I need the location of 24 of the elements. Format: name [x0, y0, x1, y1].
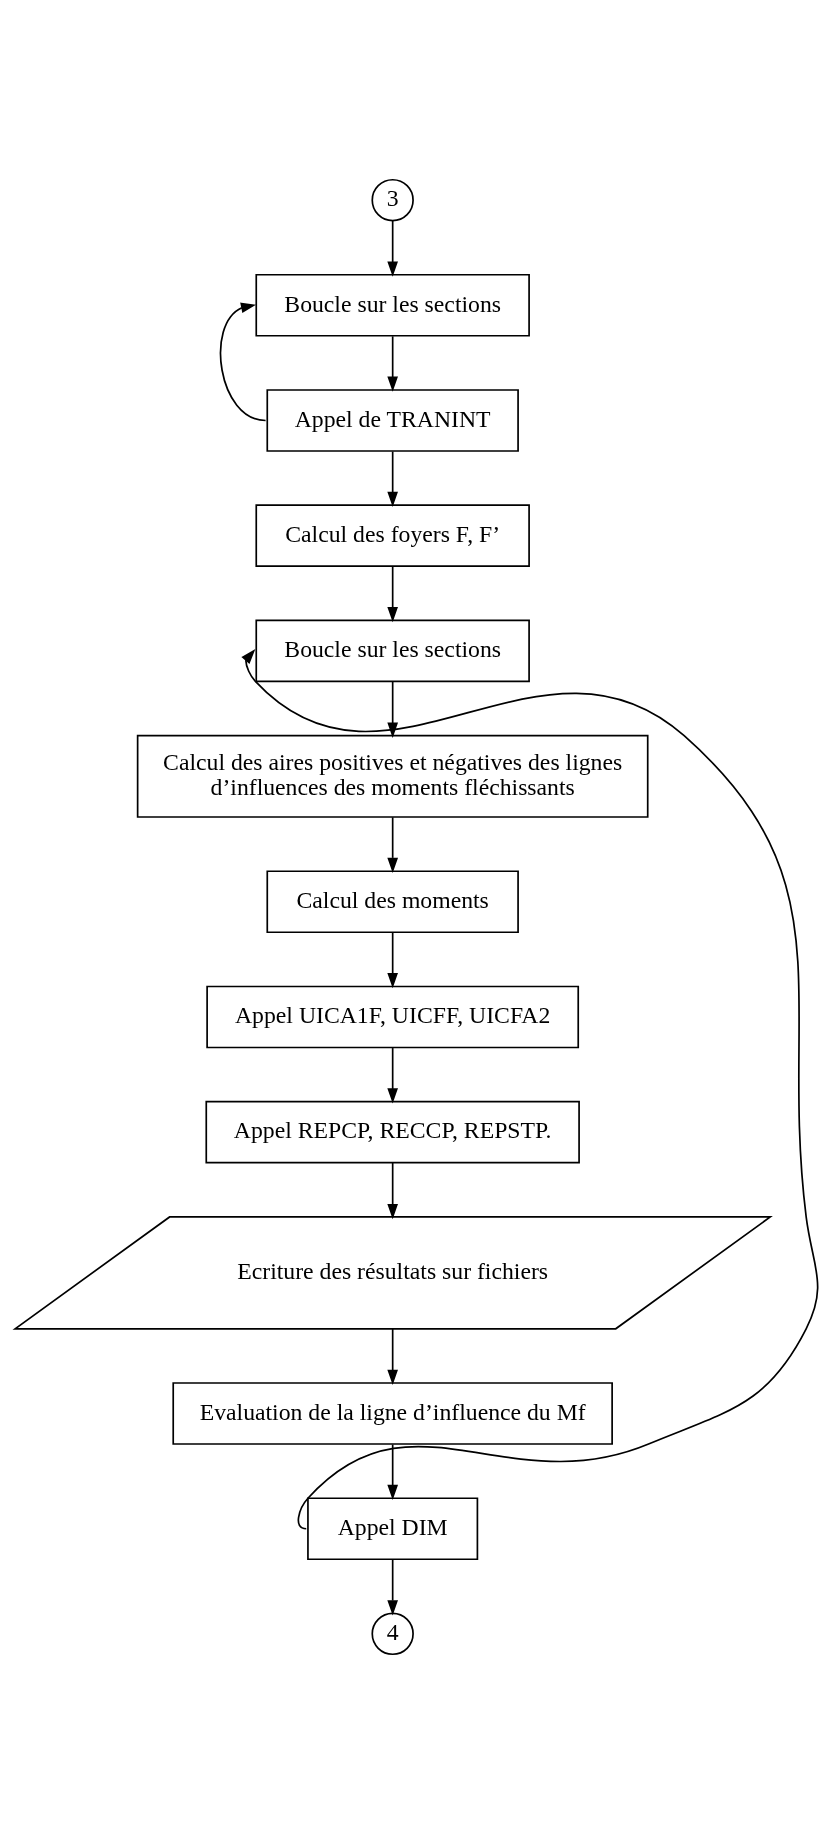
node-circle: 3: [371, 178, 414, 221]
node-box: Boucle sur les sections: [255, 619, 530, 682]
node-circle: 4: [371, 1612, 414, 1655]
node-box: Calcul des moments: [266, 869, 519, 933]
node-box: Boucle sur les sections: [255, 273, 530, 337]
arrow: [387, 450, 399, 507]
node-box: Appel DIM: [307, 1496, 479, 1560]
arrow: [387, 931, 399, 988]
node-box: Calcul des foyers F, F’: [255, 503, 530, 567]
arrow: [387, 1443, 399, 1500]
arrow: [387, 219, 399, 277]
node-box: Appel de TRANINT: [266, 388, 519, 452]
arrow: [387, 1046, 399, 1103]
node-box: Appel REPCP, RECCP, REPSTP.: [205, 1100, 580, 1164]
arrow: [387, 565, 399, 622]
arrow: [387, 335, 399, 392]
node-box: Appel UICA1F, UICFF, UICFA2: [206, 985, 580, 1048]
node-box: Evaluation de la ligne d’influence du Mf: [172, 1381, 613, 1445]
arrow: [387, 1557, 399, 1615]
arrow: [387, 1161, 399, 1219]
arrow: [387, 815, 399, 873]
arrow: [387, 1327, 399, 1385]
arrow: [219, 302, 267, 421]
node-box: Calcul des aires positives et négatives des lignes d’influences des moments fléchissants: [136, 734, 649, 818]
